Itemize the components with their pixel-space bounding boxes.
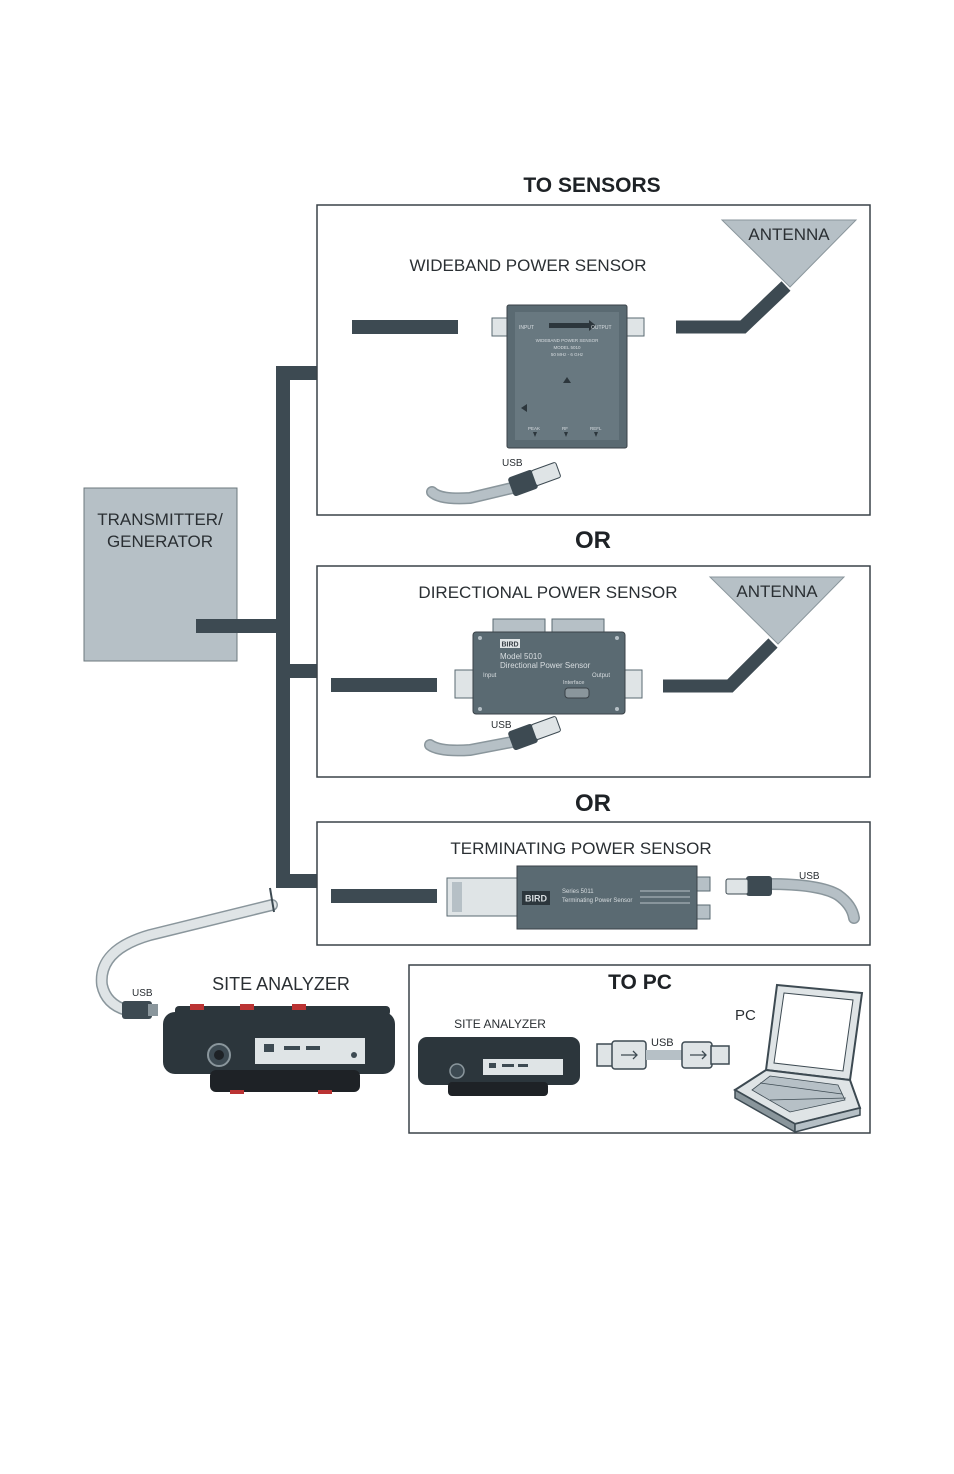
directional-usb-label: USB (491, 720, 512, 731)
antenna-label: ANTENNA (748, 225, 830, 244)
wideband-usb-label: USB (502, 458, 523, 469)
wideband-input-label: INPUT (519, 325, 534, 331)
wideband-body-line3: 50 MHz - 6 GHz (551, 352, 584, 357)
directional-desc: Directional Power Sensor (500, 661, 591, 670)
or-heading-1: OR (575, 527, 611, 554)
to-sensors-heading: TO SENSORS (523, 174, 660, 197)
transmitter-label-line2: GENERATOR (107, 532, 213, 551)
directional-power-sensor: BIRD Model 5010 Directional Power Sensor… (454, 618, 643, 715)
usb-cable-icon (725, 876, 860, 924)
directional-brand: BIRD (501, 642, 518, 649)
directional-sensor-panel: DIRECTIONAL POWER SENSOR ANTENNA BIRD Mo… (316, 565, 871, 778)
terminating-title: TERMINATING POWER SENSOR (450, 839, 711, 858)
terminating-desc: Terminating Power Sensor (562, 898, 632, 904)
to-pc-panel: TO PC SITE ANALYZER USB PC (408, 964, 871, 1134)
or-heading-2: OR (575, 790, 611, 817)
site-analyzer-device (163, 1004, 395, 1094)
pc-panel-site-analyzer-label: SITE ANALYZER (454, 1017, 546, 1031)
usb-cable-icon (426, 462, 561, 505)
to-pc-heading: TO PC (608, 971, 672, 994)
transmitter-label-line1: TRANSMITTER/ (97, 510, 223, 529)
directional-interface-label: Interface (563, 680, 584, 686)
usb-cable-icon (95, 887, 278, 1019)
pc-panel-usb-label: USB (651, 1037, 674, 1049)
wideband-sensor-panel: WIDEBAND POWER SENSOR ANTENNA INPUT OUTP… (316, 204, 871, 516)
wideband-port-peak: PEAK (528, 426, 540, 431)
pc-label: PC (735, 1007, 756, 1024)
wideband-port-refl: REFL (590, 426, 602, 431)
antenna-icon: ANTENNA (720, 219, 858, 288)
terminating-brand: BIRD (525, 894, 547, 904)
wideband-power-sensor: INPUT OUTPUT WIDEBAND POWER SENSOR MODEL… (491, 304, 645, 449)
terminating-series: Series 5011 (562, 889, 594, 895)
wideband-port-rf: RF (562, 426, 568, 431)
transmitter-generator: TRANSMITTER/ GENERATOR (83, 487, 238, 662)
directional-input-label: Input (483, 673, 497, 679)
directional-output-label: Output (592, 673, 610, 679)
terminating-sensor-panel: TERMINATING POWER SENSOR BIRD Series 501… (316, 821, 871, 946)
wideband-title: WIDEBAND POWER SENSOR (409, 256, 646, 275)
terminating-power-sensor: BIRD Series 5011 Terminating Power Senso… (446, 865, 711, 930)
wideband-output-label: OUTPUT (591, 325, 612, 331)
laptop-icon (733, 983, 864, 1134)
rf-bus-cable (196, 366, 318, 888)
site-analyzer-usb-label: USB (132, 988, 153, 999)
directional-model: Model 5010 (500, 652, 542, 661)
terminating-usb-label: USB (799, 871, 820, 882)
usb-cable-icon (596, 1040, 730, 1070)
site-analyzer-label: SITE ANALYZER (212, 974, 350, 994)
directional-title: DIRECTIONAL POWER SENSOR (418, 583, 677, 602)
usb-cable-icon (424, 716, 561, 757)
antenna-icon: ANTENNA (708, 576, 846, 645)
wideband-body-line1: WIDEBAND POWER SENSOR (536, 338, 600, 343)
directional-antenna-label: ANTENNA (736, 582, 818, 601)
site-analyzer-device-small (418, 1037, 580, 1096)
wideband-body-line2: MODEL 5010 (553, 345, 581, 350)
